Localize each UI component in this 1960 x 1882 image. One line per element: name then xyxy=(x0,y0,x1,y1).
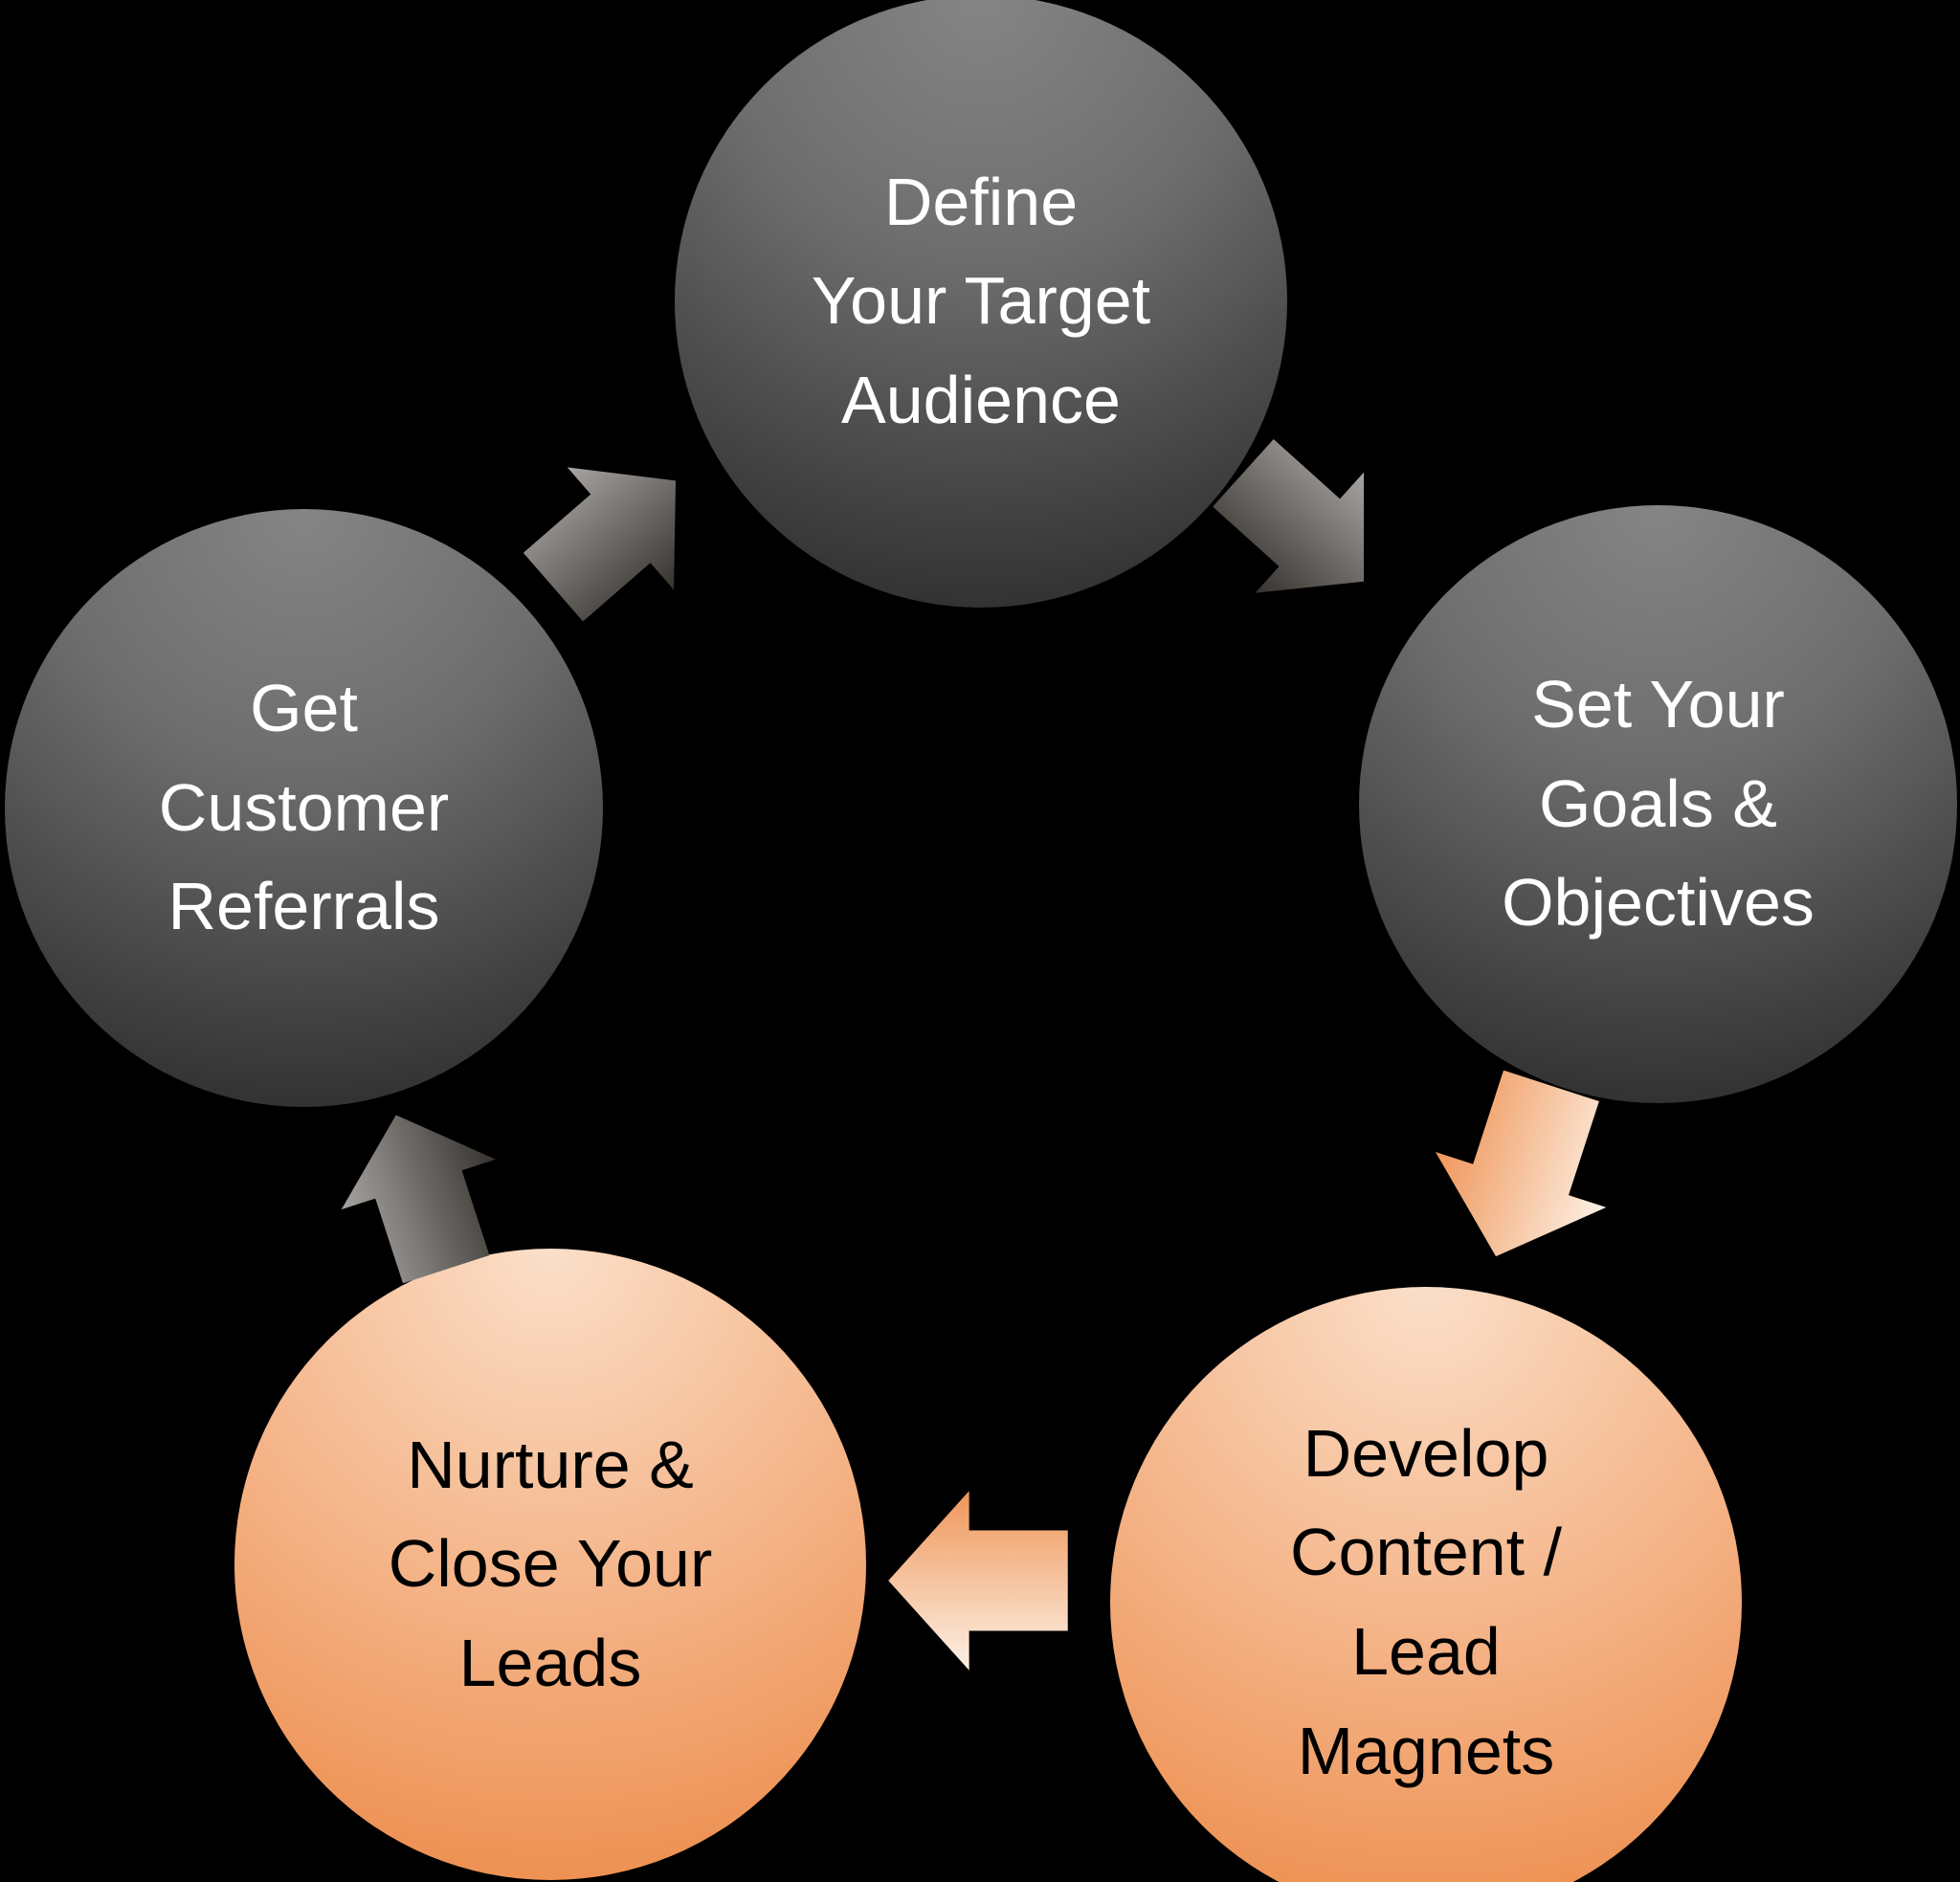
node-nurture-close-leads: Nurture & Close Your Leads xyxy=(234,1249,866,1880)
arrow-left-icon xyxy=(888,1491,1068,1671)
node-get-customer-referrals: Get Customer Referrals xyxy=(5,509,603,1107)
node-define-target-audience: Define Your Target Audience xyxy=(675,0,1287,608)
node-label: Set Your Goals & Objectives xyxy=(1502,667,1815,941)
arrow-up-icon xyxy=(341,1115,497,1283)
node-label: Define Your Target Audience xyxy=(811,164,1151,437)
node-label: Nurture & Close Your Leads xyxy=(388,1427,713,1700)
node-set-goals-objectives: Set Your Goals & Objectives xyxy=(1359,505,1957,1103)
node-label: Get Customer Referrals xyxy=(158,671,450,944)
arrow-down-right-icon xyxy=(1213,438,1365,593)
arrow-down-left-icon xyxy=(1435,1071,1607,1257)
node-label: Develop Content / Lead Magnets xyxy=(1289,1415,1563,1788)
node-develop-content-lead-magnets: Develop Content / Lead Magnets xyxy=(1110,1287,1742,1882)
arrow-up-right-icon xyxy=(523,467,677,622)
